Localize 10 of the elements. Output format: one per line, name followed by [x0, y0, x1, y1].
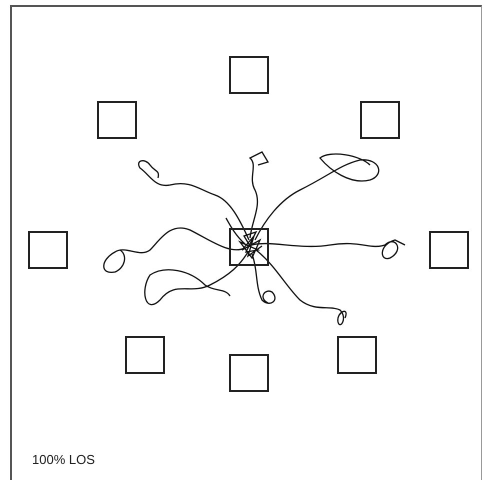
- target-square: [337, 336, 377, 374]
- target-square: [229, 354, 269, 392]
- condition-label: 100% LOS: [32, 452, 95, 467]
- target-square: [97, 101, 137, 139]
- target-square: [429, 231, 469, 269]
- target-square: [229, 56, 269, 94]
- target-square: [360, 101, 400, 139]
- target-square: [28, 231, 68, 269]
- start-square: [229, 228, 269, 266]
- target-square: [125, 336, 165, 374]
